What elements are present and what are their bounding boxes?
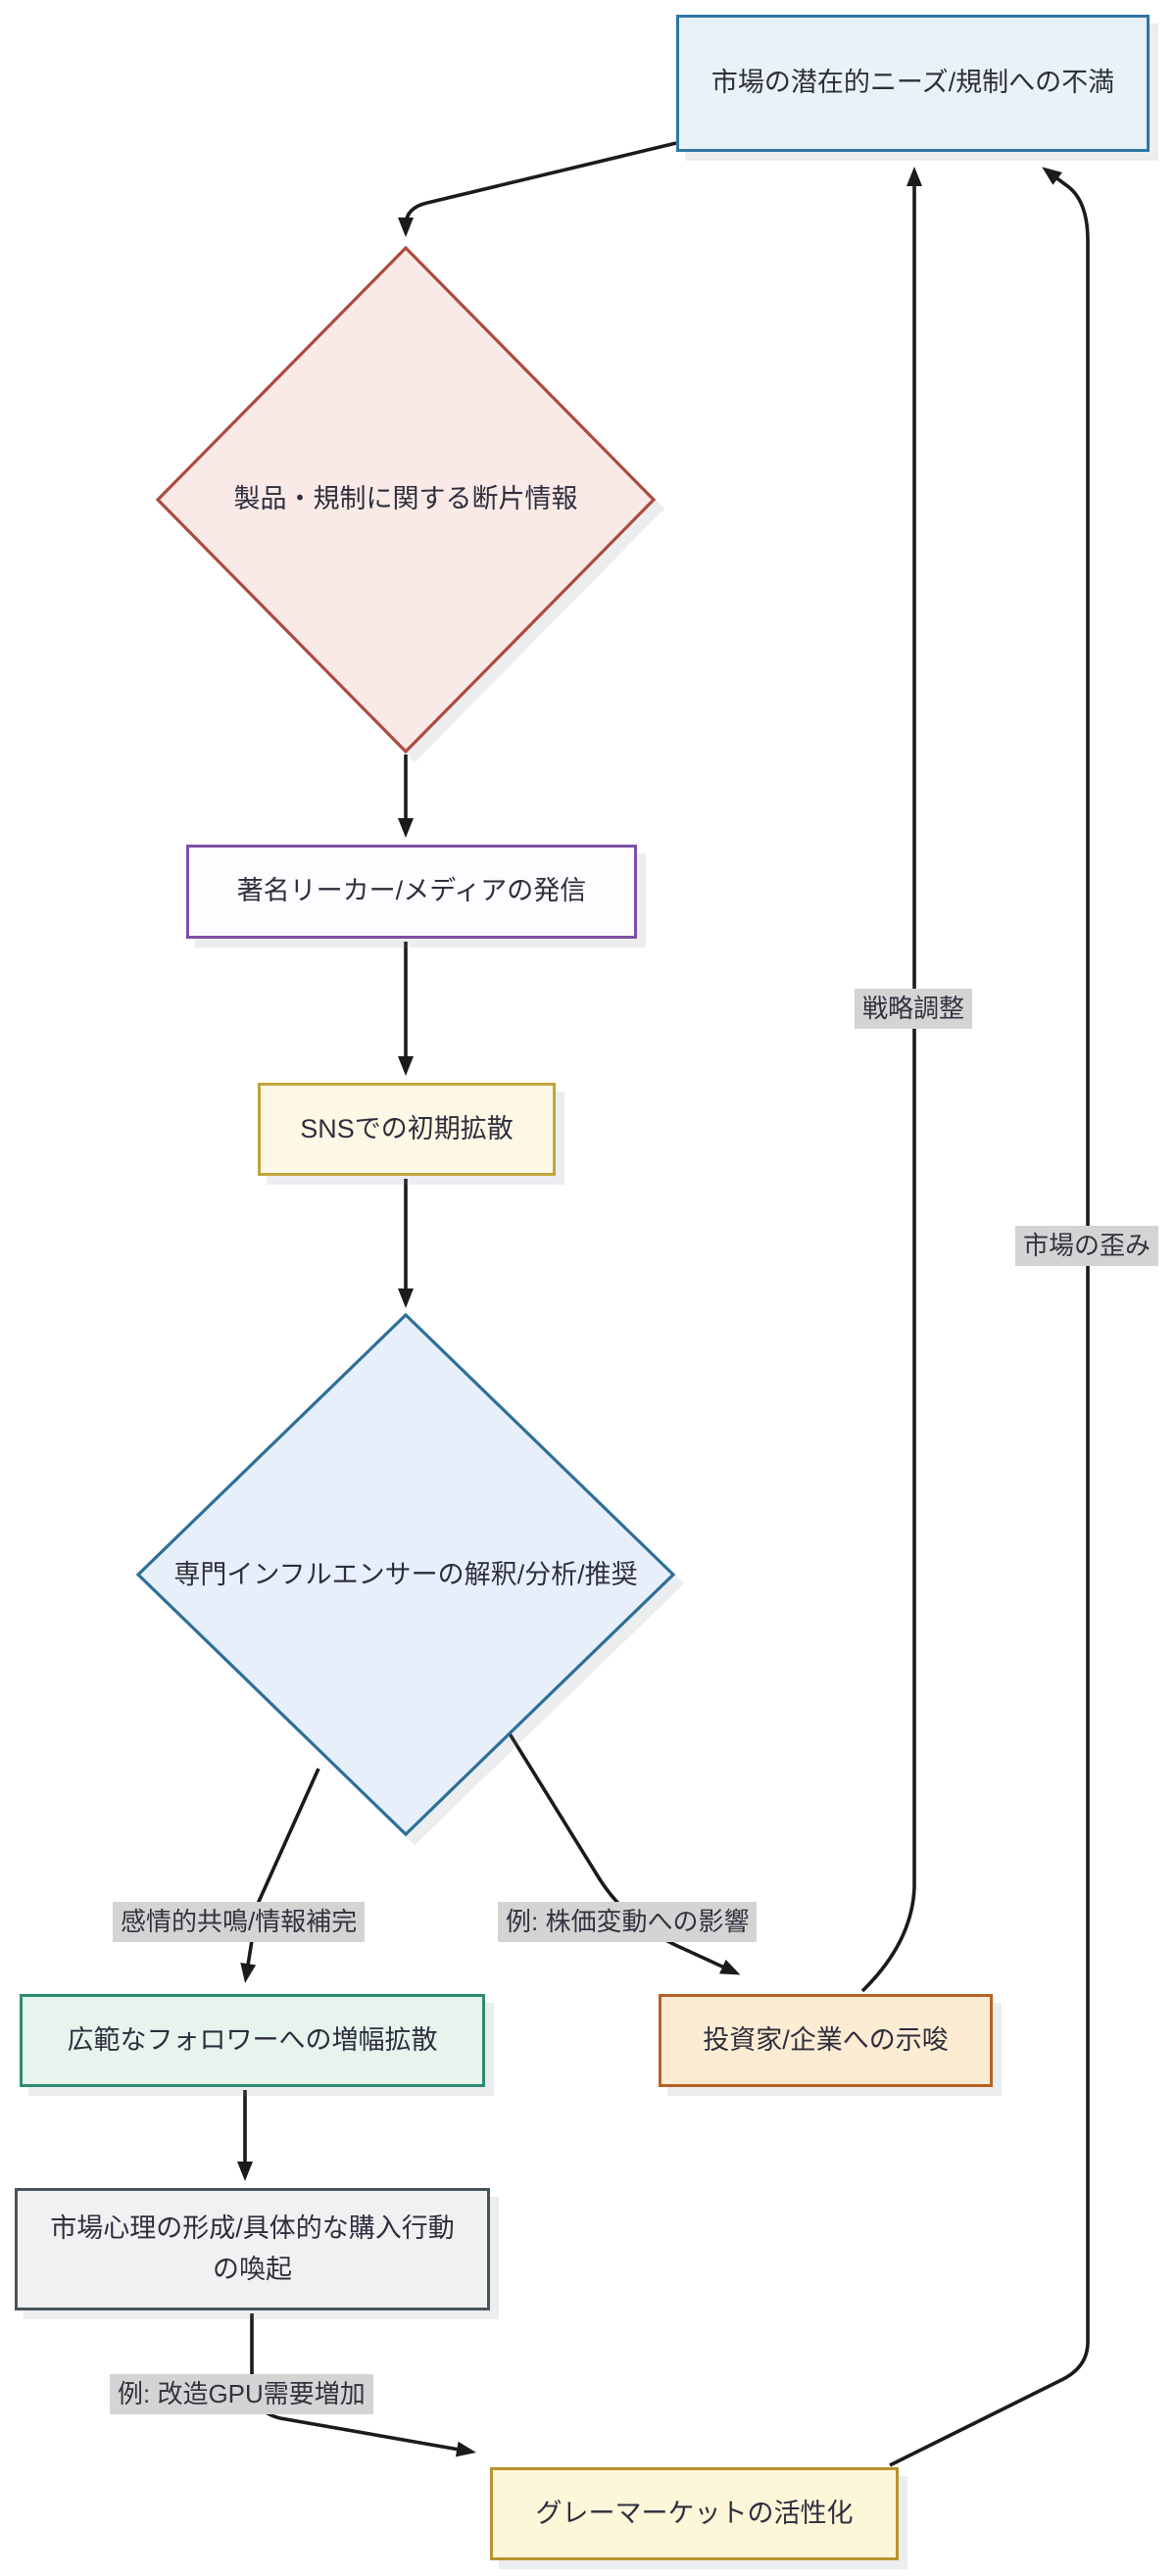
- node-follower-amplification-label: 広範なフォロワーへの増幅拡散: [67, 2024, 438, 2055]
- node-leaker-media-label: 著名リーカー/メディアの発信: [236, 876, 587, 906]
- node-leaker-media: 著名リーカー/メディアの発信: [186, 845, 637, 939]
- node-market-needs: 市場の潜在的ニーズ/規制への不満: [676, 15, 1150, 152]
- node-investor-implication-label: 投資家/企業への示唆: [703, 2024, 949, 2055]
- edge-label-stock-impact: 例: 株価変動への影響: [498, 1902, 758, 1943]
- node-investor-implication: 投資家/企業への示唆: [659, 1994, 993, 2087]
- node-follower-amplification: 広範なフォロワーへの増幅拡散: [20, 1994, 485, 2087]
- node-sns-spread: SNSでの初期拡散: [258, 1083, 556, 1176]
- node-market-psychology-label: 市場心理の形成/具体的な購入行動の喚起: [50, 2212, 455, 2284]
- node-gray-market-label: グレーマーケットの活性化: [535, 2498, 854, 2528]
- edge-label-market-distortion: 市場の歪み: [1015, 1226, 1159, 1267]
- edge-label-emotional-resonance: 感情的共鳴/情報補完: [113, 1902, 366, 1943]
- edge-label-strategy-adjust: 戦略調整: [855, 989, 973, 1030]
- edge-label-gpu-demand: 例: 改造GPU需要増加: [110, 2374, 373, 2415]
- node-gray-market: グレーマーケットの活性化: [490, 2467, 899, 2560]
- node-market-needs-label: 市場の潜在的ニーズ/規制への不満: [710, 68, 1115, 98]
- edge-investors-to-needs: [860, 167, 922, 1993]
- node-market-psychology: 市場心理の形成/具体的な購入行動の喚起: [15, 2188, 490, 2310]
- node-fragment-info-shape: [155, 245, 657, 754]
- edge-needs-to-fragment: [398, 141, 677, 237]
- edge-influencer-to-followers: [240, 1768, 320, 1983]
- edge-graymarket-to-needs: [889, 167, 1090, 2467]
- node-sns-spread-label: SNSでの初期拡散: [300, 1113, 514, 1143]
- node-influencer-analysis-shape: [135, 1312, 676, 1837]
